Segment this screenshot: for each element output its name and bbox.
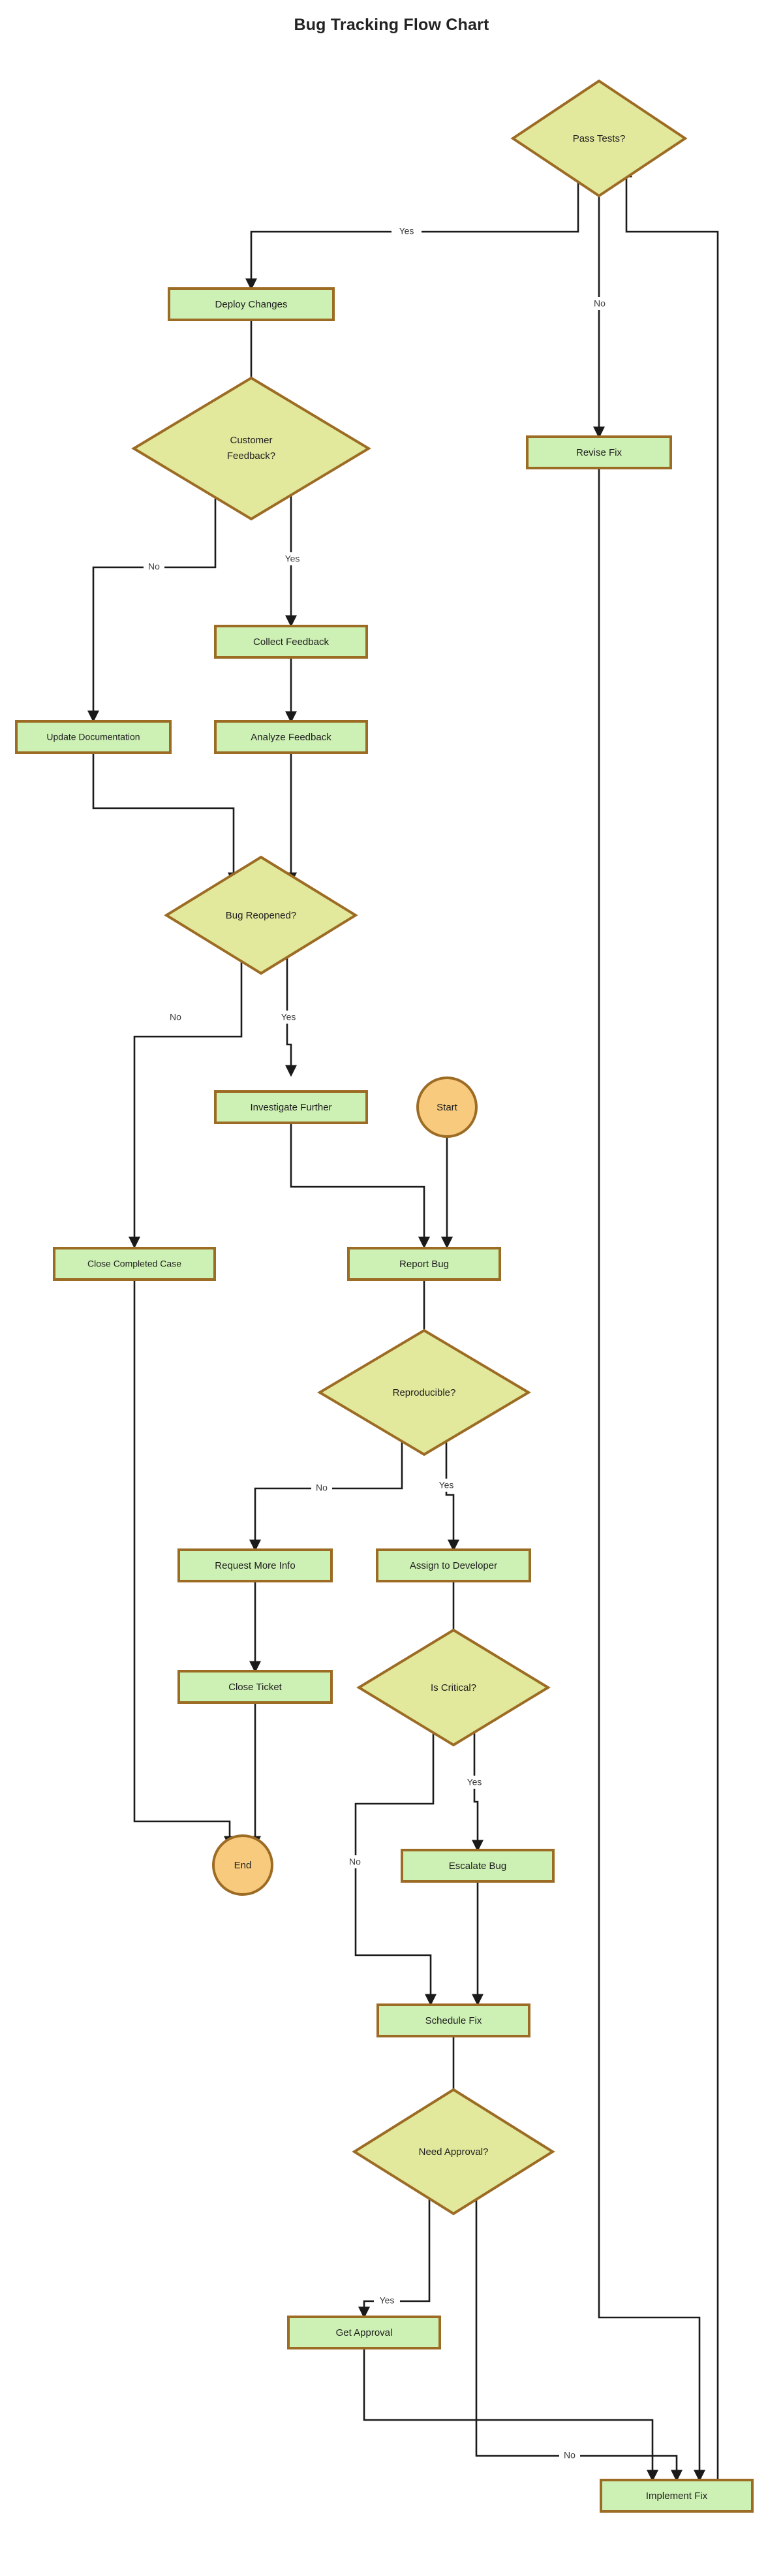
node-collect-feedback[interactable]: Collect Feedback — [214, 625, 368, 659]
edge-label-is-critical-no: No — [349, 1857, 361, 1867]
edge-labels-layer: Yes No No Yes No Yes No Yes No Yes Yes N… — [144, 225, 610, 2462]
edge-label-bug-reopened-no: No — [170, 1012, 181, 1022]
node-analyze-feedback[interactable]: Analyze Feedback — [214, 720, 368, 754]
node-close-ticket[interactable]: Close Ticket — [177, 1670, 333, 1704]
edge-label-cust-feedback-yes: Yes — [285, 554, 300, 564]
node-deploy-changes[interactable]: Deploy Changes — [168, 287, 335, 321]
edge-reproducible-assign-dev — [445, 1415, 460, 1552]
edge-implement-fix-pass-tests — [620, 165, 719, 2479]
edge-label-cust-feedback-no: No — [148, 561, 160, 572]
node-request-more-info[interactable]: Request More Info — [177, 1548, 333, 1582]
node-need-approval[interactable]: Need Approval? — [352, 2088, 555, 2216]
edge-investigate-report — [290, 1123, 431, 1249]
edge-is-critical-escalate — [471, 1708, 484, 1852]
node-report-bug[interactable]: Report Bug — [347, 1247, 501, 1281]
node-reproducible[interactable]: Reproducible? — [317, 1328, 531, 1456]
edge-bug-reopened-close-case — [128, 945, 243, 1249]
node-end[interactable]: End — [212, 1834, 273, 1896]
edge-bug-reopened-investigate — [284, 945, 298, 1077]
page-title: Bug Tracking Flow Chart — [294, 16, 489, 34]
edge-get-approval-implement-fix — [363, 2348, 659, 2482]
edge-label-pass-tests-no: No — [594, 298, 606, 309]
node-implement-fix[interactable]: Implement Fix — [600, 2479, 754, 2513]
edge-update-docs-bug-reopened — [92, 753, 240, 885]
edge-cust-feedback-update-docs — [87, 477, 217, 723]
edge-label-reproducible-no: No — [316, 1483, 328, 1493]
node-assign-to-developer[interactable]: Assign to Developer — [376, 1548, 531, 1582]
node-customer-feedback[interactable]: Customer Feedback? — [131, 376, 371, 521]
node-revise-fix[interactable]: Revise Fix — [526, 435, 672, 469]
edge-label-need-approval-yes: Yes — [380, 2295, 395, 2306]
edge-label-is-critical-yes: Yes — [467, 1777, 482, 1787]
node-start[interactable]: Start — [416, 1076, 478, 1138]
edge-need-approval-implement-fix — [475, 2173, 683, 2482]
edge-label-bug-reopened-yes: Yes — [281, 1012, 296, 1022]
edge-label-reproducible-yes: Yes — [439, 1480, 454, 1490]
node-investigate-further[interactable]: Investigate Further — [214, 1090, 368, 1124]
node-close-completed-case[interactable]: Close Completed Case — [53, 1247, 216, 1281]
nodes-layer: Pass Tests? Deploy Changes Customer Feed… — [15, 79, 754, 2513]
node-bug-reopened[interactable]: Bug Reopened? — [164, 855, 358, 975]
edge-label-pass-tests-yes: Yes — [399, 226, 414, 236]
edge-revise-fix-implement-fix — [598, 468, 706, 2482]
node-is-critical[interactable]: Is Critical? — [356, 1628, 551, 1747]
node-escalate-bug[interactable]: Escalate Bug — [401, 1849, 555, 1883]
node-schedule-fix[interactable]: Schedule Fix — [376, 2003, 530, 2037]
edge-is-critical-schedule-fix — [354, 1708, 437, 2006]
edge-close-case-end — [133, 1280, 236, 1848]
node-update-documentation[interactable]: Update Documentation — [15, 720, 172, 754]
node-get-approval[interactable]: Get Approval — [287, 2316, 441, 2349]
node-pass-tests[interactable]: Pass Tests? — [510, 79, 688, 198]
edge-label-need-approval-no: No — [564, 2450, 576, 2460]
